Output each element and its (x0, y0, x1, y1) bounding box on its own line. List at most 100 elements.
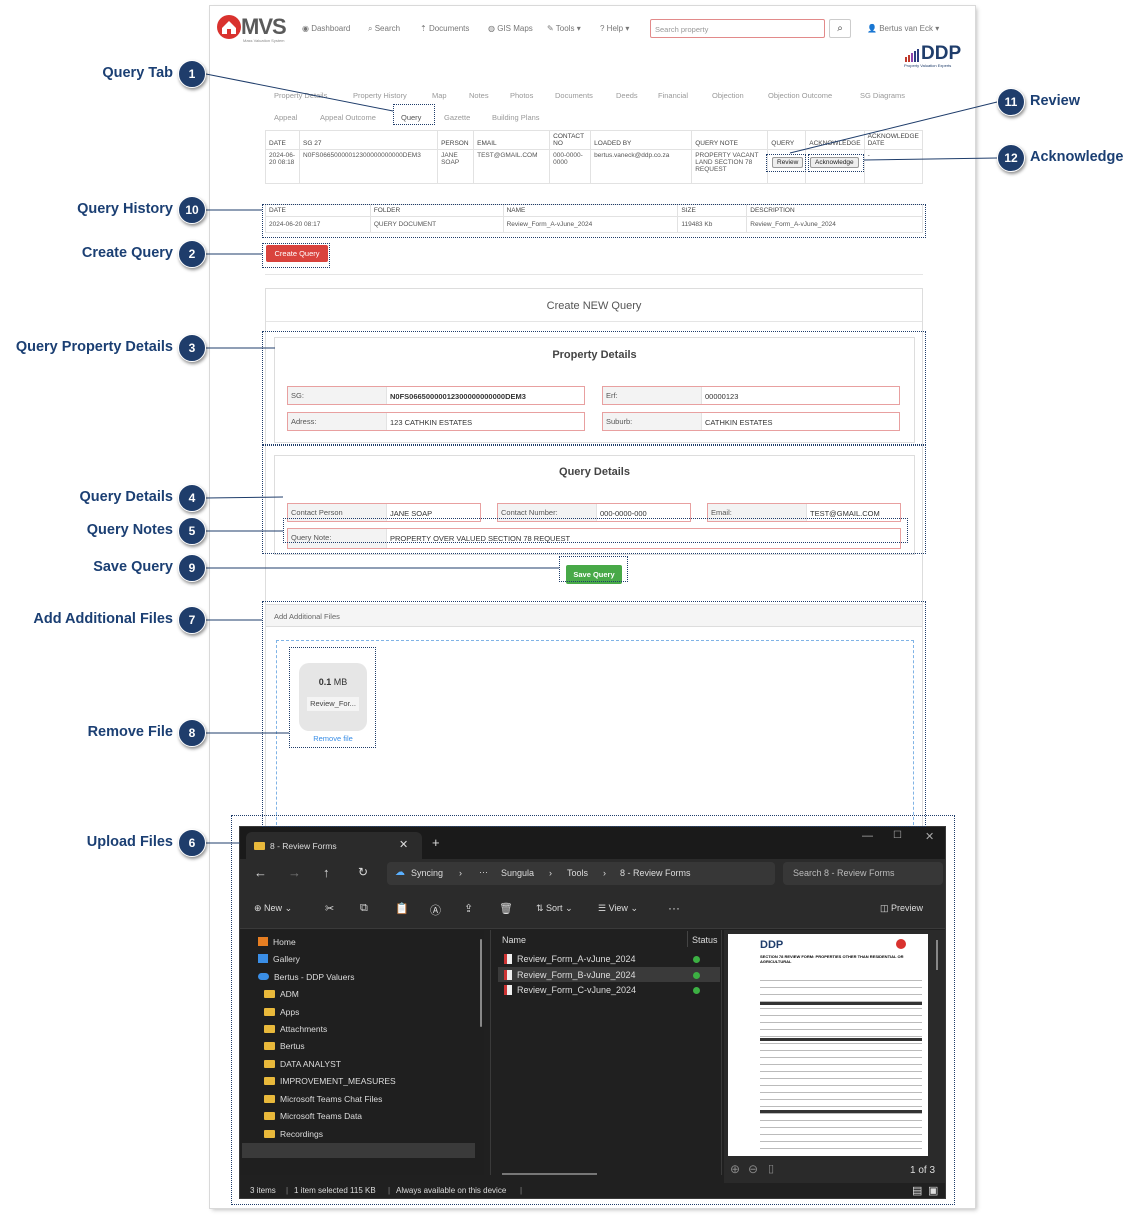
suburb-field[interactable]: Suburb:CATHKIN ESTATES (602, 412, 900, 431)
sort-button[interactable]: ⇅ Sort ⌄ (536, 903, 573, 913)
nav-search[interactable]: ⌕ Search (368, 24, 400, 34)
more-options-icon[interactable]: ··· (668, 901, 680, 915)
new-button[interactable]: ⊕ New ⌄ (254, 903, 293, 913)
column-name[interactable]: Name (502, 935, 527, 945)
refresh-icon[interactable]: ↻ (358, 865, 369, 879)
user-menu[interactable]: 👤 Bertus van Eck ▾ (867, 24, 940, 33)
nav-item[interactable]: Home (258, 937, 296, 947)
nav-dashboard[interactable]: ◉ Dashboard (302, 24, 350, 33)
tab-appeal[interactable]: Appeal (274, 113, 298, 122)
tab-property-details[interactable]: Property Details (274, 91, 328, 100)
nav-help[interactable]: ? Help ▾ (600, 24, 630, 33)
maximize-icon[interactable]: ☐ (893, 830, 902, 841)
nav-item[interactable]: Attachments (264, 1024, 327, 1034)
minimize-icon[interactable]: — (862, 830, 873, 842)
nav-item[interactable]: DATA ANALYST (264, 1059, 341, 1069)
nav-tools[interactable]: ✎ Tools ▾ (547, 24, 581, 33)
tab-deeds[interactable]: Deeds (616, 91, 638, 100)
nav-scrollbar[interactable] (480, 939, 482, 1027)
file-row[interactable]: Review_Form_C-vJune_2024 (504, 985, 636, 995)
tab-building-plans[interactable]: Building Plans (492, 113, 540, 122)
status-items: 3 items (250, 1186, 276, 1195)
acknowledge-button[interactable]: Acknowledge (810, 157, 859, 168)
forward-icon[interactable]: → (288, 865, 301, 880)
breadcrumb-item[interactable]: Tools (567, 868, 589, 878)
breadcrumb-item[interactable]: Sungula (501, 868, 535, 878)
new-tab-icon[interactable]: + (432, 835, 440, 850)
tiles-view-icon[interactable]: ▣ (928, 1185, 939, 1197)
sg-field[interactable]: SG:N0FS06650000012300000000000DEM3 (287, 386, 585, 405)
preview-button[interactable]: ◫ Preview (880, 903, 923, 914)
nav-item-label: Bertus - DDP Valuers (274, 972, 355, 982)
explorer-search-input[interactable]: Search 8 - Review Forms (783, 862, 943, 885)
file-row[interactable]: Review_Form_A-vJune_2024 (504, 954, 636, 964)
nav-documents[interactable]: ⇡ Documents (420, 24, 469, 33)
remove-file-link[interactable]: Remove file (313, 734, 353, 743)
query-note-field[interactable]: Query Note:PROPERTY OVER VALUED SECTION … (287, 528, 901, 549)
contact-number-field[interactable]: Contact Number:000-0000-000 (497, 503, 691, 522)
close-window-icon[interactable]: ✕ (925, 831, 935, 843)
email-field[interactable]: Email:TEST@GMAIL.COM (707, 503, 901, 522)
copy-icon[interactable]: ⧉ (360, 902, 368, 914)
explorer-tab[interactable]: 8 - Review Forms ✕ (246, 832, 422, 859)
preview-scrollbar[interactable] (936, 940, 938, 970)
review-button[interactable]: Review (772, 157, 804, 168)
tab-notes[interactable]: Notes (469, 91, 489, 100)
erf-field[interactable]: Erf:00000123 (602, 386, 900, 405)
share-icon[interactable]: ⇪ (464, 903, 474, 915)
nav-gis-maps[interactable]: ◍ GIS Maps (488, 24, 533, 33)
nav-tools-label: Tools (555, 24, 575, 33)
email-value: TEST@GMAIL.COM (806, 504, 900, 521)
tab-property-history[interactable]: Property History (353, 91, 407, 100)
prev-page-icon[interactable]: ⊕ (730, 1162, 741, 1176)
page-icon[interactable]: ▯ (768, 1163, 775, 1175)
tab-photos[interactable]: Photos (510, 91, 534, 100)
nav-item[interactable]: Bertus - DDP Valuers (258, 972, 354, 982)
delete-icon[interactable]: 🗑 (499, 903, 513, 915)
tab-appeal-outcome[interactable]: Appeal Outcome (320, 113, 376, 122)
nav-item[interactable]: IMPROVEMENT_MEASURES (264, 1076, 396, 1086)
nav-item[interactable]: Microsoft Teams Data (264, 1111, 362, 1121)
property-search-button[interactable]: ⌕ (829, 19, 851, 38)
tab-financial[interactable]: Financial (658, 91, 689, 100)
breadcrumb-item[interactable]: Syncing (411, 868, 444, 878)
nav-item[interactable]: ADM (264, 989, 299, 999)
tab-query[interactable]: Query (401, 113, 422, 122)
next-page-icon[interactable]: ⊖ (748, 1162, 759, 1176)
callout-label-8: Remove File (87, 724, 173, 740)
address-bar[interactable]: ☁ Syncing › ··· Sungula › Tools › 8 - Re… (387, 862, 775, 885)
nav-item[interactable]: Apps (264, 1007, 299, 1017)
view-button[interactable]: ☰ View ⌄ (598, 903, 638, 913)
nav-item[interactable]: Recordings (264, 1129, 323, 1139)
close-tab-icon[interactable]: ✕ (399, 839, 409, 851)
breadcrumb-item[interactable]: 8 - Review Forms (620, 868, 691, 878)
mvs-logo[interactable]: MVS Mass Valuation System (216, 14, 290, 44)
column-status[interactable]: Status (692, 935, 718, 945)
cut-icon[interactable]: ✂ (325, 903, 335, 915)
tab-documents[interactable]: Documents (555, 91, 593, 100)
file-hscrollbar[interactable] (502, 1173, 597, 1175)
file-row[interactable]: Review_Form_B-vJune_2024 (504, 969, 636, 980)
more-icon[interactable]: ··· (479, 867, 488, 877)
nav-item[interactable]: Microsoft Teams Chat Files (264, 1094, 382, 1104)
details-view-icon[interactable]: ▤ (912, 1185, 923, 1197)
rename-icon[interactable]: Ⓐ (430, 905, 441, 917)
up-icon[interactable]: ↑ (323, 865, 330, 880)
paste-icon[interactable]: 📋 (395, 903, 409, 915)
address-field[interactable]: Adress:123 CATHKIN ESTATES (287, 412, 585, 431)
save-query-button[interactable]: Save Query (566, 565, 622, 584)
property-search-input[interactable]: Search property (650, 19, 825, 38)
tab-objection[interactable]: Objection (712, 91, 744, 100)
nav-item[interactable]: Bertus (264, 1041, 305, 1051)
tab-sg-diagrams[interactable]: SG Diagrams (860, 91, 906, 100)
query-contact: 000-0000-0000 (549, 149, 592, 184)
user-name: Bertus van Eck (879, 24, 933, 33)
tab-map[interactable]: Map (432, 91, 447, 100)
folder-icon (264, 1112, 275, 1120)
back-icon[interactable]: ← (254, 865, 267, 880)
tab-objection-outcome[interactable]: Objection Outcome (768, 91, 833, 100)
nav-item[interactable]: Gallery (258, 954, 300, 964)
tab-gazette[interactable]: Gazette (444, 113, 471, 122)
create-query-button[interactable]: Create Query (266, 245, 328, 262)
